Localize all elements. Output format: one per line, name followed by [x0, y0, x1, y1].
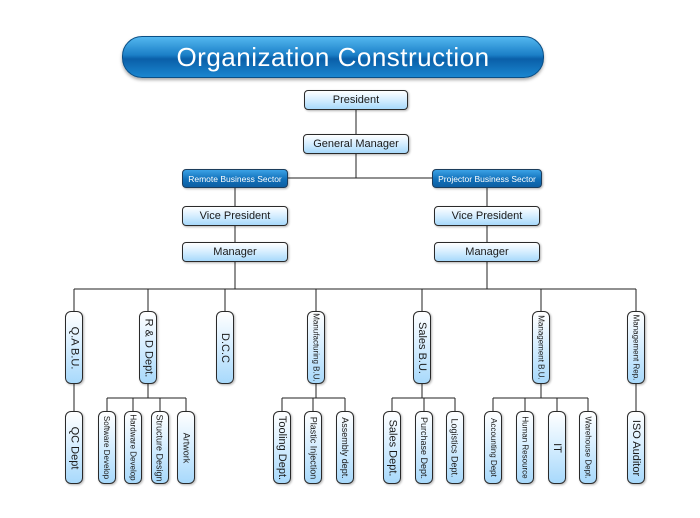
sales-bu-box: Sales B.U. [413, 311, 431, 384]
it-label: IT [551, 442, 563, 453]
sales-dept-box: Sales Dept. [383, 411, 401, 484]
sales-bu-label: Sales B.U. [416, 321, 428, 374]
rd-dept-label: R & D Dept. [142, 318, 154, 377]
software-develop-box: Software Develop [98, 411, 116, 484]
projector-sector-box: Projector Business Sector [432, 169, 542, 188]
qc-dept-label: QC Dept [68, 426, 81, 469]
qa-bu-label: Q.A B.U. [68, 326, 81, 369]
general-manager-box: General Manager [303, 134, 409, 154]
general-manager-label: General Manager [313, 138, 399, 150]
manufacturing-bu-box: Manufacturing B.U. [307, 311, 325, 384]
left-vice-president-box: Vice President [182, 206, 288, 226]
artwork-label: Artwork [181, 432, 192, 463]
structure-design-box: Structure Design [151, 411, 169, 484]
assembly-dept-box: Assembly dept. [336, 411, 354, 484]
assembly-dept-label: Assembly dept. [340, 416, 350, 479]
tooling-dept-label: Tooling Dept. [276, 415, 288, 480]
president-label: President [332, 94, 380, 106]
chart-title: Organization Construction [122, 36, 544, 78]
human-resource-box: Human Resource [516, 411, 534, 484]
iso-auditor-box: ISO Auditor [627, 411, 645, 484]
management-rep-box: Management Rep. [627, 311, 645, 384]
human-resource-label: Human Resource [520, 416, 530, 479]
hardware-develop-box: Hardware Develop [124, 411, 142, 484]
right-vice-president-label: Vice President [451, 210, 523, 222]
qc-dept-box: QC Dept [65, 411, 83, 484]
rd-dept-box: R & D Dept. [139, 311, 157, 384]
remote-sector-box: Remote Business Sector [182, 169, 288, 188]
iso-auditor-label: ISO Auditor [630, 419, 643, 476]
accounting-dept-box: Accounting Dept [484, 411, 502, 484]
accounting-dept-label: Accounting Dept [488, 418, 498, 477]
logistics-dept-label: Logistics Dept. [450, 417, 460, 478]
left-manager-box: Manager [182, 242, 288, 262]
it-box: IT [548, 411, 566, 484]
logistics-dept-box: Logistics Dept. [446, 411, 464, 484]
warehouse-dept-box: Warehouse Dept. [579, 411, 597, 484]
dcc-box: D.C.C [216, 311, 234, 384]
left-vice-president-label: Vice President [199, 210, 271, 222]
purchase-dept-label: Purchase Dept. [419, 416, 430, 479]
structure-design-label: Structure Design [155, 413, 165, 482]
qa-bu-box: Q.A B.U. [65, 311, 83, 384]
management-rep-label: Management Rep. [631, 314, 641, 381]
dcc-label: D.C.C [219, 332, 232, 363]
tooling-dept-box: Tooling Dept. [273, 411, 291, 484]
right-vice-president-box: Vice President [434, 206, 540, 226]
management-bu-label: Management B.U. [536, 315, 546, 380]
plastic-injection-label: Plastic Injection [308, 416, 318, 479]
hardware-develop-label: Hardware Develop [128, 414, 138, 481]
sales-dept-label: Sales Dept. [386, 419, 398, 476]
left-manager-label: Manager [213, 246, 257, 258]
artwork-box: Artwork [177, 411, 195, 484]
president-box: President [304, 90, 408, 110]
plastic-injection-box: Plastic Injection [304, 411, 322, 484]
manufacturing-bu-label: Manufacturing B.U. [311, 313, 321, 382]
projector-sector-label: Projector Business Sector [438, 173, 536, 184]
purchase-dept-box: Purchase Dept. [415, 411, 433, 484]
right-manager-box: Manager [434, 242, 540, 262]
right-manager-label: Manager [465, 246, 509, 258]
warehouse-dept-label: Warehouse Dept. [583, 416, 593, 479]
management-bu-box: Management B.U. [532, 311, 550, 384]
software-develop-label: Software Develop [102, 415, 112, 480]
remote-sector-label: Remote Business Sector [188, 173, 282, 184]
